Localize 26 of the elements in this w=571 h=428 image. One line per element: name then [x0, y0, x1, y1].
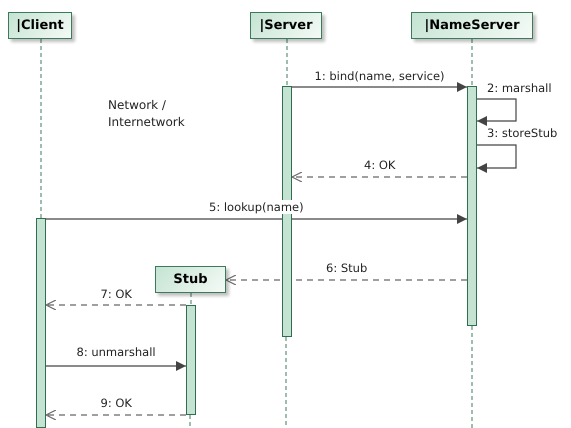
- lifeline: [190, 292, 192, 306]
- activation-bar: [36, 218, 46, 428]
- return-arrow: [45, 409, 186, 421]
- edge-label: 5: lookup(name): [207, 200, 306, 214]
- participant-box: Stub: [155, 266, 226, 293]
- message-arrow: [477, 98, 517, 126]
- participant-box: |Client: [8, 12, 72, 39]
- note-text: Network / Internetwork: [108, 97, 186, 131]
- activation-bar: [186, 305, 196, 415]
- message-arrow: [292, 82, 467, 92]
- edge-label: 4: OK: [362, 158, 398, 172]
- edge-label: 9: OK: [98, 396, 134, 410]
- return-arrow: [291, 171, 467, 183]
- lifeline: [286, 38, 288, 86]
- edge-label: 7: OK: [98, 287, 134, 301]
- participant-box: |NameServer: [411, 12, 533, 39]
- participant-box: |Server: [250, 12, 322, 39]
- return-arrow: [45, 299, 186, 311]
- return-arrow: [225, 274, 467, 286]
- message-arrow: [46, 361, 186, 371]
- activation-bar: [467, 86, 477, 326]
- edge-label: 3: storeStub: [485, 126, 560, 140]
- message-arrow: [46, 214, 467, 224]
- message-arrow: [477, 144, 517, 173]
- lifeline: [40, 38, 42, 218]
- edge-label: 6: Stub: [324, 261, 370, 275]
